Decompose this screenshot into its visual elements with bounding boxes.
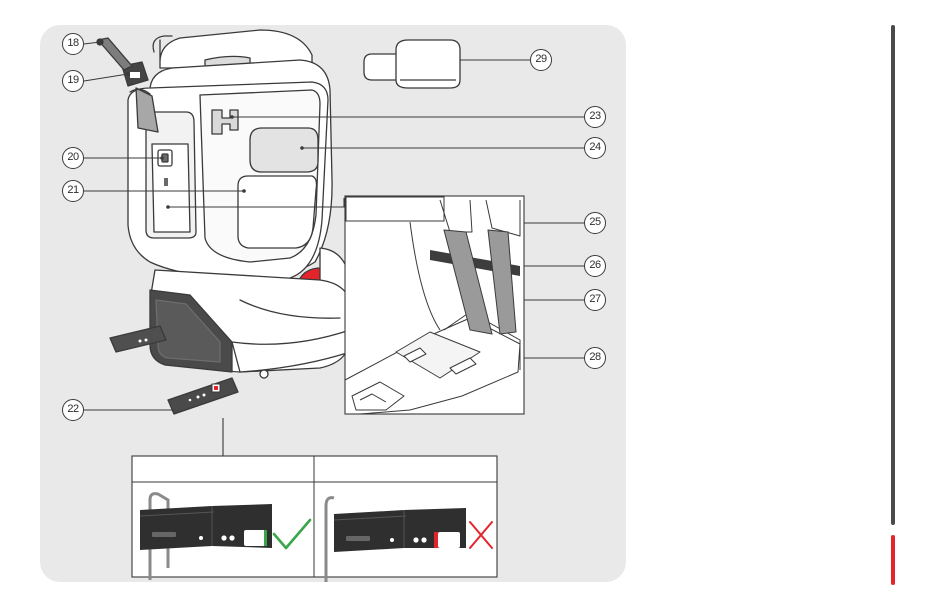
page-scroll-track[interactable] xyxy=(891,25,895,525)
page-scroll-accent[interactable] xyxy=(891,535,895,585)
isofix-indicator-comparison xyxy=(132,456,497,582)
inset-detail-view xyxy=(345,196,524,414)
